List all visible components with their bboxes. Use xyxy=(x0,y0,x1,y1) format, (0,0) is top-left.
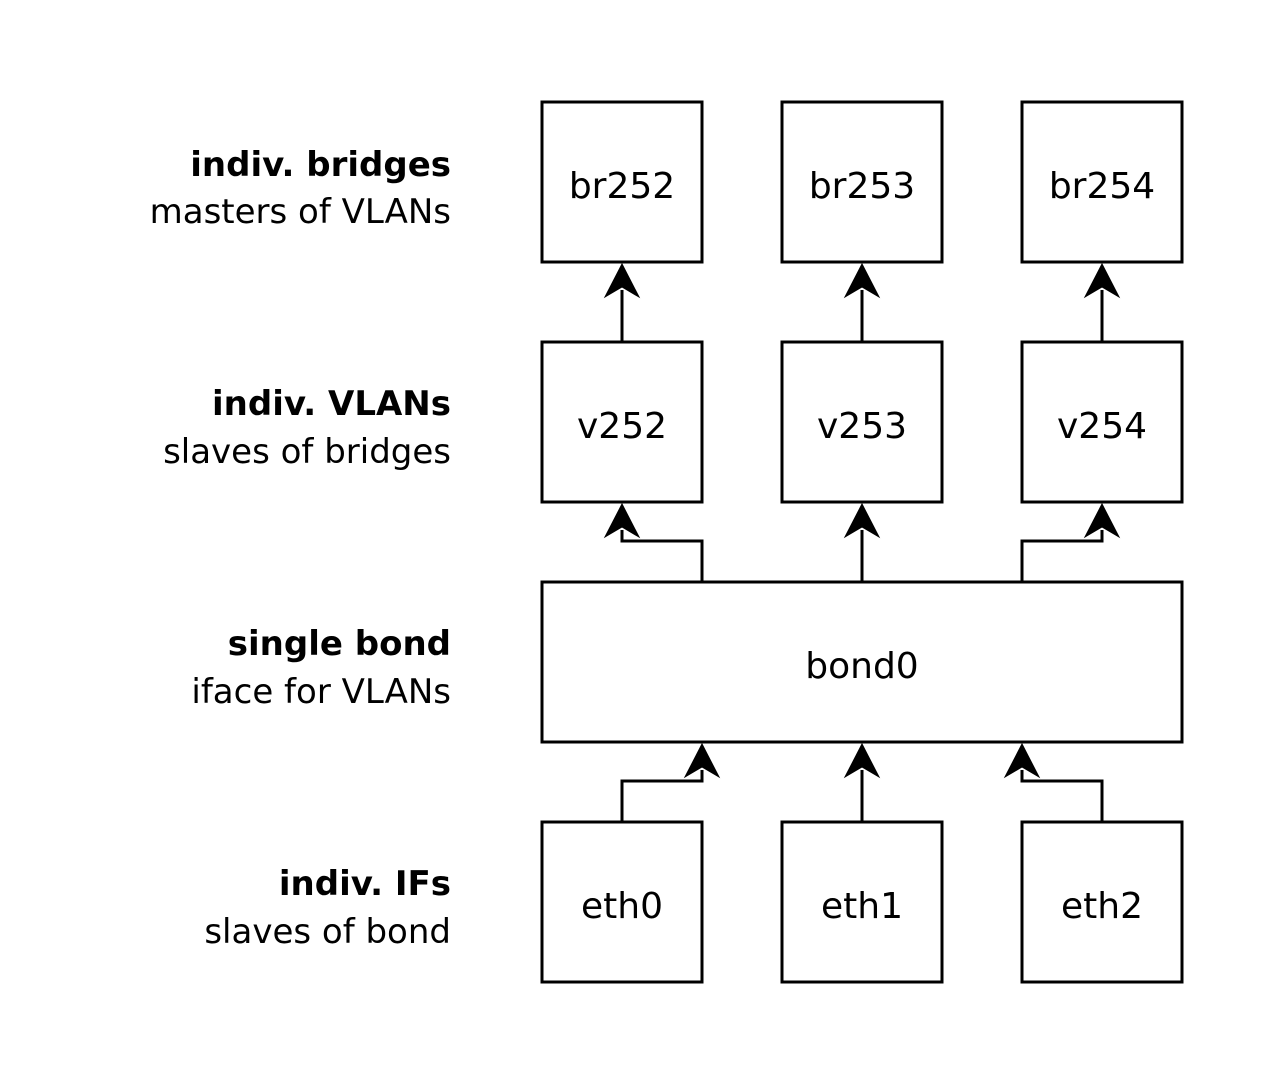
tier-bridges-subtitle: masters of VLANs xyxy=(150,192,451,232)
tier-vlans-subtitle: slaves of bridges xyxy=(163,432,451,472)
node-eth0-label: eth0 xyxy=(581,886,663,927)
edge-bond0-v252 xyxy=(620,530,704,581)
edge-eth0-bond0 xyxy=(620,770,704,821)
tier-ifs-title: indiv. IFs xyxy=(279,864,451,904)
node-br252-label: br252 xyxy=(569,166,675,207)
node-v253: v253 xyxy=(780,340,944,504)
arrowhead-v252 xyxy=(603,502,641,539)
tier-bond-subtitle: iface for VLANs xyxy=(191,672,451,712)
node-bond0: bond0 xyxy=(540,580,1184,744)
connectors xyxy=(603,262,1121,821)
edge-eth2-bond0 xyxy=(1020,770,1104,821)
arrowhead-br252 xyxy=(603,262,641,299)
node-eth1: eth1 xyxy=(780,820,944,984)
node-eth1-label: eth1 xyxy=(821,886,903,927)
tier-bridges-title: indiv. bridges xyxy=(190,145,451,185)
node-bond0-label: bond0 xyxy=(805,646,918,687)
node-v252: v252 xyxy=(540,340,704,504)
node-br252: br252 xyxy=(540,100,704,264)
node-v253-label: v253 xyxy=(817,406,907,447)
arrowhead-br253 xyxy=(843,262,881,299)
edge-bond0-v254 xyxy=(1020,530,1104,581)
arrowhead-v254 xyxy=(1083,502,1121,539)
node-eth2: eth2 xyxy=(1020,820,1184,984)
tier-ifs-subtitle: slaves of bond xyxy=(204,912,451,952)
nodes: br252 br253 br254 v252 v253 v254 bond0 xyxy=(540,100,1184,984)
arrowhead-v253 xyxy=(843,502,881,539)
arrowhead-bond0-left xyxy=(683,742,721,779)
node-br254: br254 xyxy=(1020,100,1184,264)
arrowhead-br254 xyxy=(1083,262,1121,299)
node-eth0: eth0 xyxy=(540,820,704,984)
tier-vlans-title: indiv. VLANs xyxy=(212,384,451,424)
node-br253: br253 xyxy=(780,100,944,264)
node-eth2-label: eth2 xyxy=(1061,886,1143,927)
arrowhead-bond0-right xyxy=(1003,742,1041,779)
node-br253-label: br253 xyxy=(809,166,915,207)
tier-labels: indiv. bridges masters of VLANs indiv. V… xyxy=(150,145,451,952)
node-v252-label: v252 xyxy=(577,406,667,447)
node-br254-label: br254 xyxy=(1049,166,1155,207)
arrowhead-bond0-center xyxy=(843,742,881,779)
node-v254: v254 xyxy=(1020,340,1184,504)
tier-bond-title: single bond xyxy=(228,624,451,664)
node-v254-label: v254 xyxy=(1057,406,1147,447)
